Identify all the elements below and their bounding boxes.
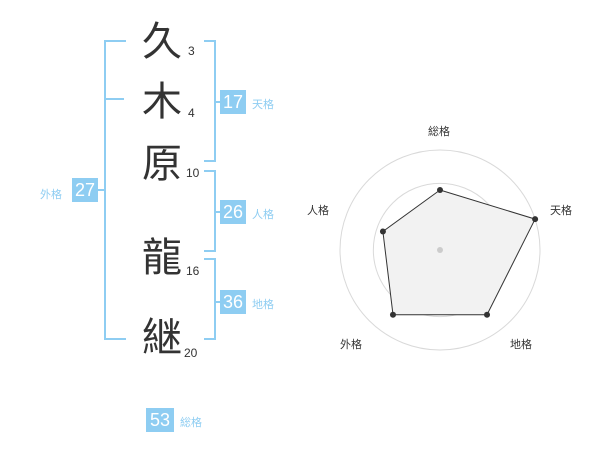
gaikaku-label: 外格: [40, 188, 62, 201]
stroke-count-4: 16: [186, 264, 200, 278]
radar-point-3: [389, 311, 396, 318]
chikaku-connector: [214, 301, 220, 303]
stroke-count-2: 4: [188, 106, 195, 120]
chikaku-label: 地格: [252, 298, 274, 311]
radar-points: [379, 187, 539, 318]
radar-axis-label-gaikaku: 外格: [340, 338, 362, 351]
jinkaku-label: 人格: [252, 208, 274, 221]
stroke-count-3: 10: [186, 166, 200, 180]
radar-point-1: [532, 216, 539, 223]
jinkaku-value: 26: [220, 200, 246, 224]
radar-area: [382, 189, 536, 316]
radar-ring-3: [339, 149, 541, 351]
jinkaku-connector: [214, 211, 220, 213]
chikaku-value: 36: [220, 290, 246, 314]
stroke-count-1: 3: [188, 44, 195, 58]
kanji-3: 原: [142, 141, 182, 187]
tenkaku-connector: [214, 101, 220, 103]
soukaku-label: 総格: [180, 416, 202, 429]
gaikaku-value: 27: [72, 178, 98, 202]
radar-axis-label-tenkaku: 天格: [550, 204, 572, 217]
radar-axis-label-chikaku: 地格: [510, 338, 532, 351]
gaikaku-bracket-connector: [98, 189, 106, 191]
tenkaku-value: 17: [220, 90, 246, 114]
kanji-4: 龍: [142, 235, 182, 281]
chikaku-bracket: [204, 258, 216, 340]
soukaku-value: 53: [146, 408, 174, 432]
radar-point-0: [437, 187, 443, 193]
radar-center-dot: [437, 247, 443, 253]
radar-axis-label-soukaku: 総格: [428, 125, 450, 138]
gaikaku-bracket-tick: [104, 98, 124, 100]
stroke-count-5: 20: [184, 346, 198, 360]
radar-point-2: [484, 311, 491, 318]
tenkaku-label: 天格: [252, 98, 274, 111]
kanji-5: 継: [142, 315, 182, 361]
radar-axis-label-jinkaku: 人格: [307, 204, 329, 217]
kanji-2: 木: [142, 79, 182, 125]
kanji-1: 久: [142, 19, 182, 65]
radar-point-4: [379, 228, 386, 235]
